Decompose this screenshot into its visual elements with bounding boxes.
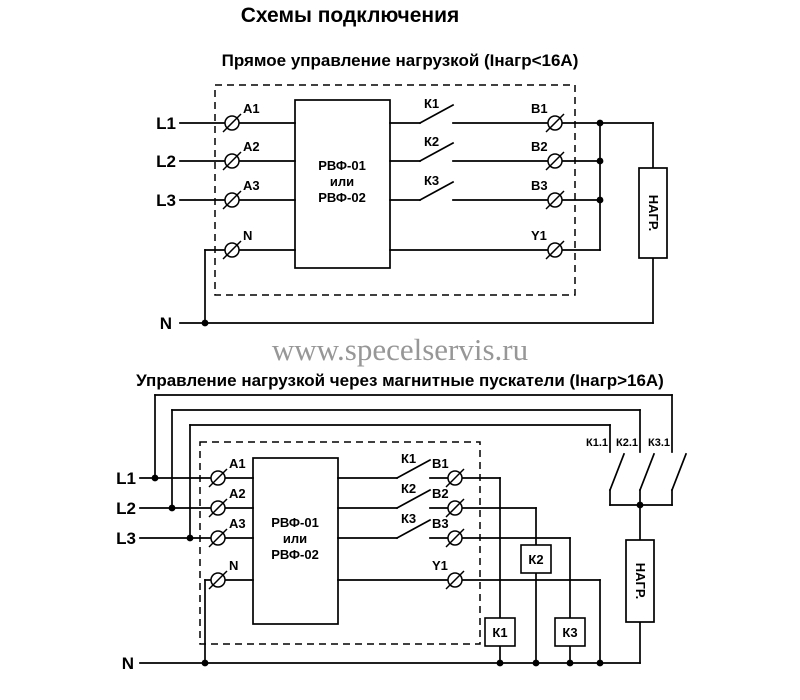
d2-coil-k1-box bbox=[484, 617, 516, 647]
d2-coil-k3-box bbox=[554, 617, 586, 647]
d1-terminal-b1 bbox=[545, 113, 565, 133]
d2-junction-dots bbox=[151, 474, 644, 667]
d1-label-a2: А2 bbox=[243, 139, 260, 154]
d1-terminal-b2 bbox=[545, 151, 565, 171]
d2-terminal-b3 bbox=[445, 528, 465, 548]
d1-label-y1: Y1 bbox=[531, 228, 547, 243]
d2-label-l2: L2 bbox=[116, 499, 136, 518]
d2-device-label-2: или bbox=[283, 531, 307, 546]
d1-label-a1: А1 bbox=[243, 101, 260, 116]
d1-junction-dots bbox=[201, 119, 604, 327]
d1-label-k2: К2 bbox=[424, 134, 439, 149]
d2-label-a1: А1 bbox=[229, 456, 246, 471]
d2-terminal-y1 bbox=[445, 570, 465, 590]
d2-switch-k2 bbox=[337, 488, 449, 510]
d2-device-label-1: РВФ-01 bbox=[271, 515, 319, 530]
d2-label-l3: L3 bbox=[116, 529, 136, 548]
d1-load-label: НАГР. bbox=[646, 195, 661, 231]
diagram2-title: Управление нагрузкой через магнитные пус… bbox=[136, 371, 664, 390]
d1-terminal-a2 bbox=[222, 151, 242, 171]
d1-switch-k1 bbox=[389, 103, 549, 125]
d1-terminal-n bbox=[222, 240, 242, 260]
d1-load-box bbox=[638, 167, 668, 259]
d1-terminal-a3 bbox=[222, 190, 242, 210]
d2-label-b3: В3 bbox=[432, 516, 449, 531]
d2-power-contact-k2-1 bbox=[638, 452, 656, 492]
d1-terminal-a1 bbox=[222, 113, 242, 133]
d1-label-b2: В2 bbox=[531, 139, 548, 154]
watermark: www.specelservis.ru bbox=[272, 332, 528, 367]
d1-device-label-1: РВФ-01 bbox=[318, 158, 366, 173]
d2-load-box bbox=[625, 539, 655, 623]
d2-load-label: НАГР. bbox=[633, 563, 648, 599]
d1-device-label-2: или bbox=[330, 174, 354, 189]
d2-power-contact-k3-1 bbox=[670, 452, 688, 492]
d2-label-y1: Y1 bbox=[432, 558, 448, 573]
d1-terminal-y1 bbox=[545, 240, 565, 260]
d2-terminal-b1 bbox=[445, 468, 465, 488]
d2-coil-k3-label: К3 bbox=[562, 625, 577, 640]
d2-label-b2: В2 bbox=[432, 486, 449, 501]
d2-dashed-boundary bbox=[199, 441, 481, 645]
d1-dashed-boundary bbox=[214, 84, 576, 296]
d2-wires bbox=[139, 394, 673, 664]
d1-label-k3: К3 bbox=[424, 173, 439, 188]
d2-device-label-3: РВФ-02 bbox=[271, 547, 319, 562]
d1-label-b1: В1 bbox=[531, 101, 548, 116]
d1-wires bbox=[179, 122, 654, 324]
d2-label-n-term: N bbox=[229, 558, 238, 573]
d2-label-k2-1: К2.1 bbox=[616, 437, 638, 449]
d1-switch-k3 bbox=[389, 180, 549, 202]
d2-label-k1: К1 bbox=[401, 451, 416, 466]
d1-label-k1: К1 bbox=[424, 96, 439, 111]
d2-label-k2: К2 bbox=[401, 481, 416, 496]
d2-label-k3: К3 bbox=[401, 511, 416, 526]
d2-label-b1: В1 bbox=[432, 456, 449, 471]
d1-label-l1: L1 bbox=[156, 114, 176, 133]
d1-label-n-term: N bbox=[243, 228, 252, 243]
d2-label-l1: L1 bbox=[116, 469, 136, 488]
d2-coil-k1-label: К1 bbox=[492, 625, 507, 640]
d2-terminal-a1 bbox=[208, 468, 228, 488]
diagram2: РВФ-01 или РВФ-02 bbox=[116, 394, 688, 673]
page-title: Схемы подключения bbox=[241, 4, 460, 27]
diagram1: РВФ-01 или РВФ-02 bbox=[156, 84, 668, 333]
d1-label-a3: А3 bbox=[243, 178, 260, 193]
d2-terminal-b2 bbox=[445, 498, 465, 518]
d2-label-a3: А3 bbox=[229, 516, 246, 531]
d1-label-neutral: N bbox=[160, 314, 172, 333]
d1-label-l2: L2 bbox=[156, 152, 176, 171]
d2-coil-k2-label: К2 bbox=[528, 552, 543, 567]
d2-terminal-a3 bbox=[208, 528, 228, 548]
d2-label-neutral: N bbox=[122, 654, 134, 673]
d1-terminal-b3 bbox=[545, 190, 565, 210]
d2-label-k1-1: К1.1 bbox=[586, 437, 608, 449]
d1-device-label-3: РВФ-02 bbox=[318, 190, 366, 205]
d2-terminal-n bbox=[208, 570, 228, 590]
d2-coil-k2-box bbox=[520, 544, 552, 574]
d2-device-box bbox=[252, 457, 339, 625]
d2-switch-k3 bbox=[337, 518, 449, 540]
d2-label-a2: А2 bbox=[229, 486, 246, 501]
diagram1-title: Прямое управление нагрузкой (Iнагр<16А) bbox=[222, 51, 579, 70]
d2-power-contact-k1-1 bbox=[608, 452, 626, 492]
d1-switch-k2 bbox=[389, 141, 549, 163]
d1-device-box bbox=[294, 99, 391, 269]
d2-label-k3-1: К3.1 bbox=[648, 437, 670, 449]
d1-label-l3: L3 bbox=[156, 191, 176, 210]
d1-label-b3: В3 bbox=[531, 178, 548, 193]
d2-terminal-a2 bbox=[208, 498, 228, 518]
d2-switch-k1 bbox=[337, 458, 449, 480]
